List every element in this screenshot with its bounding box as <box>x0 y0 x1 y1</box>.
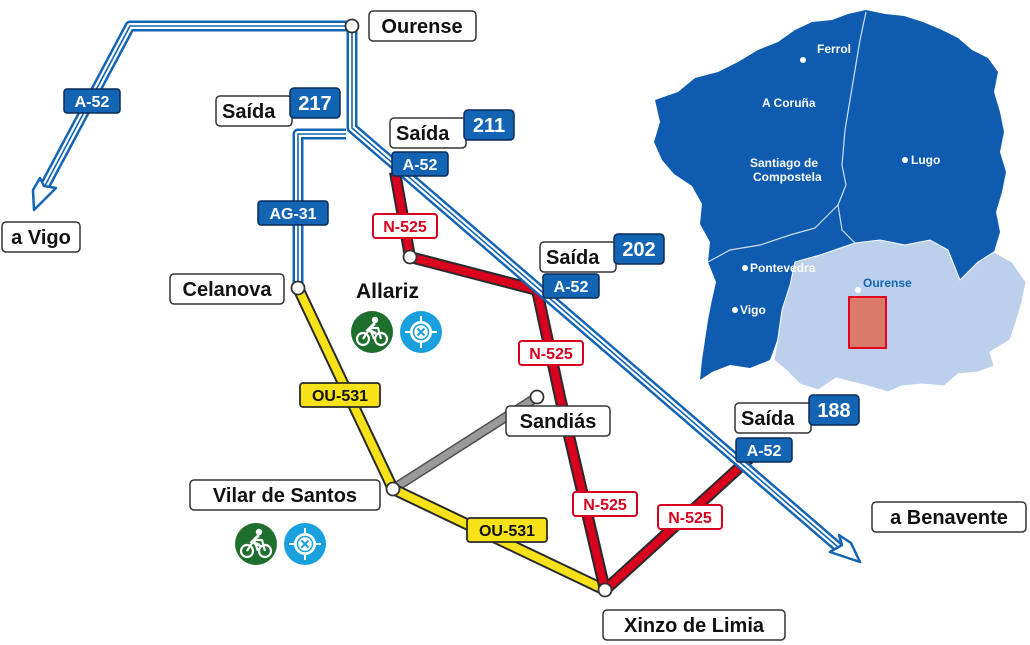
province-border-line <box>837 11 867 244</box>
svg-text:A-52: A-52 <box>75 94 110 111</box>
exit-188: Saída 188 <box>734 394 860 434</box>
svg-text:a Benavente: a Benavente <box>890 507 1008 529</box>
place-vilar-de-santos: Vilar de Santos <box>189 479 381 511</box>
badge-a-52: A-52 <box>63 88 121 114</box>
place-sandias: Sandiás <box>505 405 611 437</box>
cycling-route-icon <box>351 311 393 353</box>
ourense-province-light <box>773 239 1027 393</box>
place-a-benavente: a Benavente <box>871 501 1027 533</box>
junction-nodes <box>290 18 613 598</box>
svg-text:N-525: N-525 <box>383 219 427 236</box>
svg-text:A-52: A-52 <box>403 157 438 174</box>
province-border-line <box>707 204 839 263</box>
svg-text:Xinzo de Limia: Xinzo de Limia <box>624 615 765 637</box>
svg-text:Sandiás: Sandiás <box>520 411 597 433</box>
regional-road-ou-531 <box>292 285 608 596</box>
inset-city-lugo: Lugo <box>911 153 940 167</box>
svg-text:Allariz: Allariz <box>356 280 419 303</box>
node-xinzo <box>597 582 613 598</box>
svg-text:N-525: N-525 <box>583 497 627 514</box>
svg-text:A-52: A-52 <box>554 279 589 296</box>
node-vilar-de-santos <box>385 481 401 497</box>
exit-202: Saída 202 <box>539 233 665 273</box>
cycling-route-icon <box>235 523 277 565</box>
node-ourense <box>344 18 360 34</box>
svg-text:Saída: Saída <box>396 123 450 145</box>
svg-text:N-525: N-525 <box>668 510 712 527</box>
badge-n-525: N-525 <box>657 504 723 530</box>
inset-city-dots <box>732 57 908 313</box>
arrow-to-vigo <box>31 176 58 212</box>
inset-city-pontevedra: Pontevedra <box>750 261 816 275</box>
svg-text:OU-531: OU-531 <box>479 523 535 540</box>
node-n525-bend <box>402 249 418 265</box>
svg-text:Celanova: Celanova <box>183 279 273 301</box>
motorway-ag-31 <box>292 128 346 288</box>
inset-city-a-coruna: A Coruña <box>762 96 816 110</box>
viewpoint-icon <box>284 523 326 565</box>
badge-ou-531: OU-531 <box>466 517 548 543</box>
svg-text:Ourense: Ourense <box>381 16 462 38</box>
place-a-vigo: a Vigo <box>1 221 81 253</box>
svg-text:Saída: Saída <box>222 101 276 123</box>
place-allariz: Allariz <box>354 278 421 305</box>
svg-text:A-52: A-52 <box>747 443 782 460</box>
badge-n-525: N-525 <box>572 491 638 517</box>
svg-text:211: 211 <box>473 115 505 137</box>
inset-city-santiago-line2: Compostela <box>753 170 822 184</box>
svg-text:202: 202 <box>622 239 655 261</box>
svg-text:Saída: Saída <box>546 247 600 269</box>
badge-a-52: A-52 <box>542 273 600 299</box>
inset-city-ourense: Ourense <box>863 276 912 290</box>
svg-text:AG-31: AG-31 <box>269 206 316 223</box>
svg-text:Saída: Saída <box>741 408 795 430</box>
motorway-a-52 <box>35 20 849 558</box>
viewpoint-icon <box>400 311 442 353</box>
highlighted-area <box>848 296 887 349</box>
svg-text:OU-531: OU-531 <box>312 388 368 405</box>
badge-a-52: A-52 <box>391 151 449 177</box>
svg-text:a Vigo: a Vigo <box>11 227 71 249</box>
inset-city-ferrol: Ferrol <box>817 42 851 56</box>
badge-n-525: N-525 <box>372 213 438 239</box>
place-celanova: Celanova <box>169 273 285 305</box>
svg-text:188: 188 <box>817 400 850 422</box>
galicia-inset-map: Ferrol A Coruña Santiago de Compostela L… <box>654 10 1027 393</box>
svg-text:Vilar de Santos: Vilar de Santos <box>213 485 357 507</box>
badge-ou-531: OU-531 <box>299 382 381 408</box>
badge-n-525: N-525 <box>518 340 584 366</box>
exit-217: Saída 217 <box>215 87 341 127</box>
galicia-provinces-dark <box>654 10 1006 380</box>
arrow-to-benavente <box>828 533 862 564</box>
badge-a-52: A-52 <box>735 437 793 463</box>
place-xinzo-de-limia: Xinzo de Limia <box>602 609 786 641</box>
node-sandias <box>529 389 545 405</box>
exit-211: Saída 211 <box>389 109 515 149</box>
svg-text:N-525: N-525 <box>529 346 573 363</box>
inset-city-vigo: Vigo <box>740 303 766 317</box>
inset-city-santiago-line1: Santiago de <box>750 156 818 170</box>
node-celanova <box>290 280 306 296</box>
svg-text:217: 217 <box>298 93 331 115</box>
badge-ag-31: AG-31 <box>257 200 329 226</box>
place-ourense: Ourense <box>368 10 477 42</box>
